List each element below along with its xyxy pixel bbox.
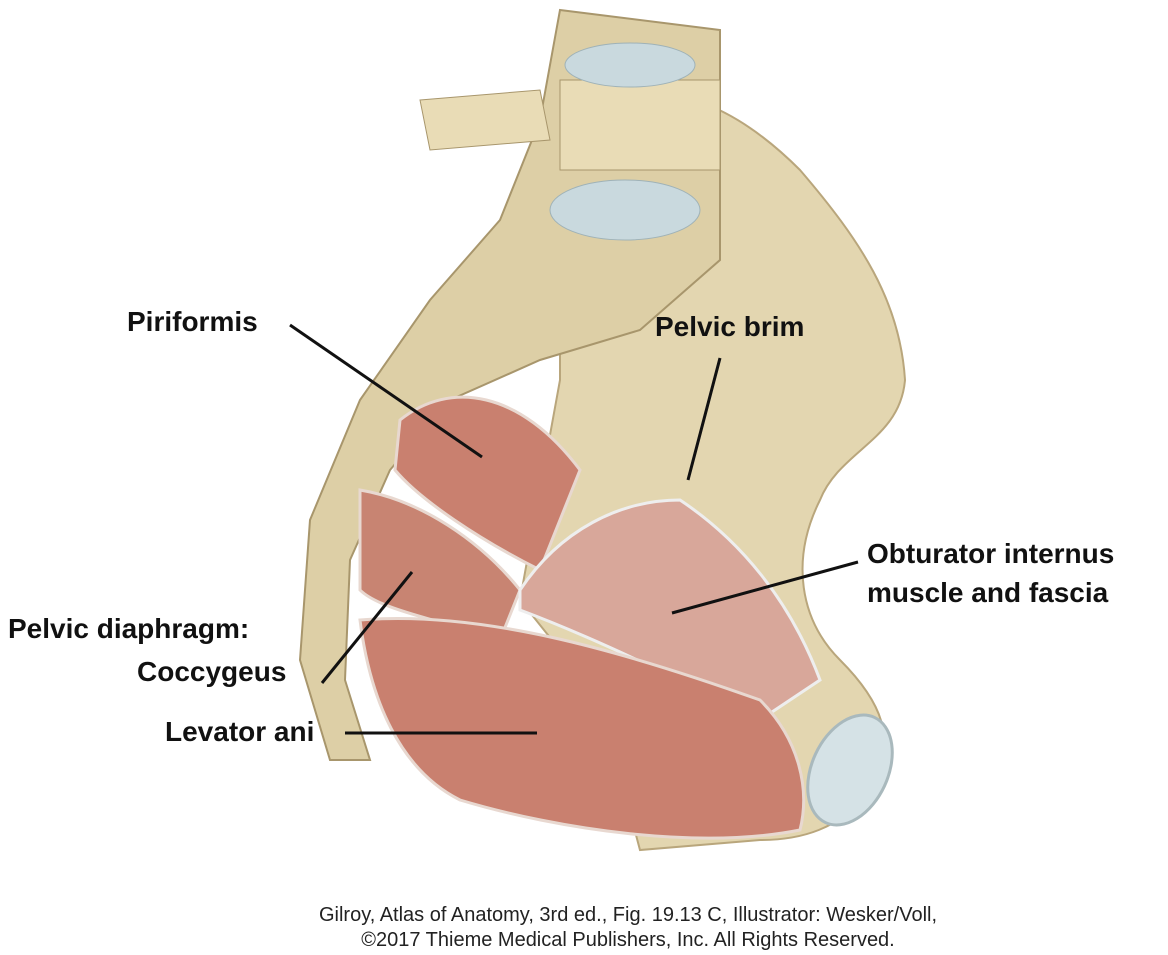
leader-lines: [289, 323, 859, 735]
label-pelvic-diaphragm: Pelvic diaphragm:: [8, 613, 250, 644]
intervertebral-disc: [549, 179, 701, 241]
label-coccygeus: Coccygeus: [137, 656, 287, 687]
label-obturator-line1: Obturator internus: [867, 538, 1115, 569]
pelvic-brim-leader: [686, 357, 722, 481]
obturator-internus: [518, 498, 822, 722]
coccygeus-leader: [320, 571, 414, 684]
spinous-process: [419, 89, 551, 151]
obturator-leader: [671, 560, 859, 615]
label-obturator-line2: muscle and fascia: [867, 577, 1109, 608]
intervertebral-disc: [564, 42, 696, 88]
label-levator-ani: Levator ani: [165, 716, 315, 747]
caption-line1: Gilroy, Atlas of Anatomy, 3rd ed., Fig. …: [318, 904, 938, 926]
piriformis-leader: [289, 323, 483, 459]
piriformis-muscle: [393, 395, 582, 573]
pubic-symphysis: [806, 713, 894, 827]
levator-ani-muscle: [358, 616, 806, 840]
vertebra-body: [559, 79, 721, 171]
label-pelvic-brim: Pelvic brim: [655, 311, 805, 342]
label-piriformis: Piriformis: [127, 306, 258, 337]
caption-line2: ©2017 Thieme Medical Publishers, Inc. Al…: [361, 929, 895, 951]
